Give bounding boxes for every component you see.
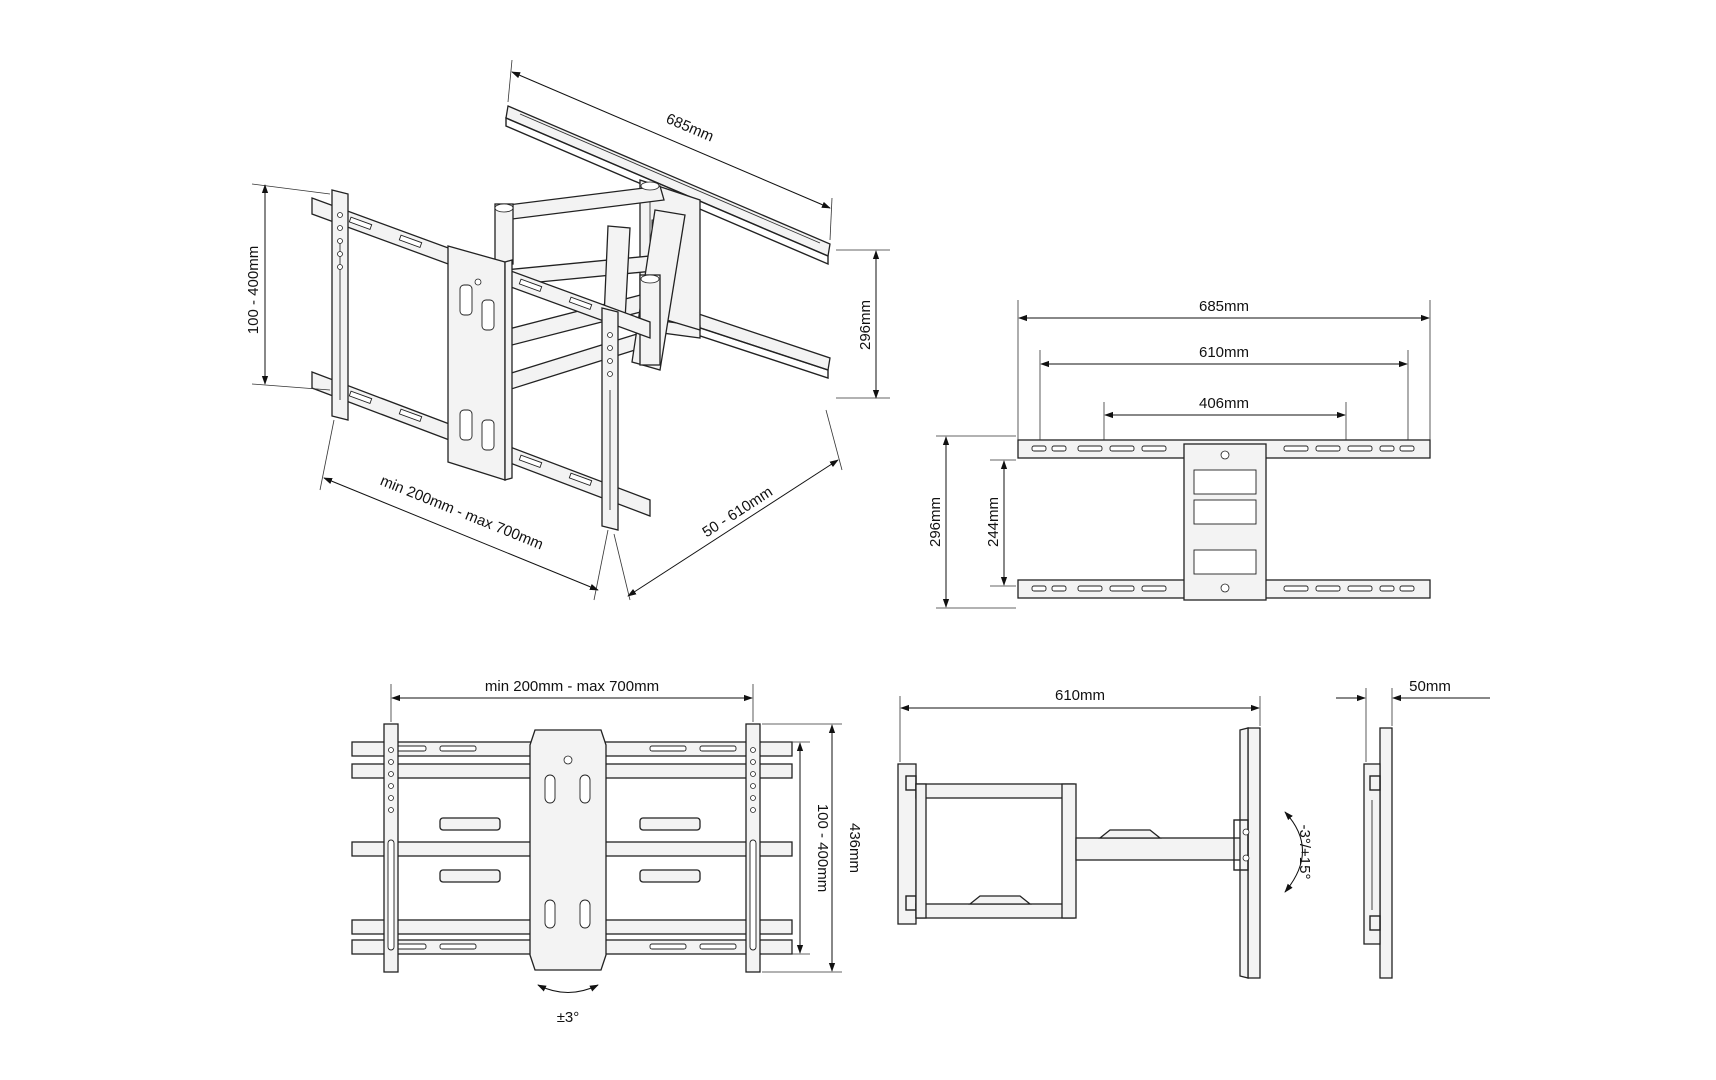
retracted-tv-plate — [1379, 727, 1393, 979]
side-retracted-view: 50mm — [1336, 678, 1490, 979]
label-retracted-50: 50mm — [1409, 678, 1451, 695]
rear-center-plate — [529, 729, 607, 971]
label-side-610: 610mm — [1055, 687, 1105, 704]
dim-retracted-50: 50mm — [1336, 678, 1490, 762]
dim-side-610: 610mm — [899, 687, 1261, 762]
dim-perspective-296: 296mm — [836, 249, 890, 399]
tv-center-plate — [447, 245, 513, 481]
label-perspective-vesa-vertical: 100 - 400mm — [245, 246, 262, 334]
label-rear-width: min 200mm - max 700mm — [485, 678, 659, 695]
wall-plate-center — [1183, 443, 1267, 601]
side-extended-view: -3°/+15° 610mm — [897, 687, 1313, 979]
label-front-406: 406mm — [1199, 395, 1249, 412]
label-rear-vesa: 100 - 400mm — [814, 804, 831, 892]
dim-perspective-vesa-vertical: 100 - 400mm — [245, 183, 331, 391]
dim-front-406: 406mm — [1103, 395, 1347, 440]
perspective-view: 685mm 100 - 400mm 296mm min 200mm - max … — [245, 59, 890, 601]
rear-hanger-right — [745, 723, 761, 973]
rear-tv-bracket-view: ±3° min 200mm - max 700mm 100 - 400mm 43… — [351, 678, 863, 1026]
wall-rail-bottom — [639, 304, 831, 379]
dim-rear-436: 436mm — [762, 723, 863, 973]
dim-rear-width: min 200mm - max 700mm — [390, 678, 754, 722]
dim-front-685: 685mm — [1017, 298, 1431, 440]
label-perspective-296: 296mm — [857, 300, 874, 350]
rear-arm-pivots — [439, 817, 701, 883]
tv-hanger-right — [601, 307, 619, 531]
side-tv-plate — [1233, 727, 1261, 979]
dim-front-244: 244mm — [985, 459, 1016, 587]
label-perspective-extension: 50 - 610mm — [699, 483, 775, 541]
rear-hanger-left — [383, 723, 399, 973]
label-front-244: 244mm — [985, 497, 1002, 547]
label-front-685: 685mm — [1199, 298, 1249, 315]
tv-hanger-left — [331, 189, 349, 421]
front-wall-plate-view: 685mm 610mm 406mm 296mm 244mm — [927, 298, 1431, 609]
side-arm-frame — [915, 783, 1249, 919]
label-front-610: 610mm — [1199, 344, 1249, 361]
label-rear-rotation: ±3° — [557, 1009, 580, 1026]
label-front-296: 296mm — [927, 497, 944, 547]
label-rear-436: 436mm — [846, 823, 863, 873]
side-wall-plate — [897, 763, 917, 925]
dim-front-296: 296mm — [927, 435, 1016, 609]
dim-rear-vesa: 100 - 400mm — [762, 741, 831, 955]
label-side-tilt: -3°/+15° — [1296, 825, 1313, 880]
label-perspective-horizontal: min 200mm - max 700mm — [378, 472, 546, 553]
wall-plate-slots — [1031, 445, 1415, 592]
dim-front-610: 610mm — [1039, 344, 1409, 440]
